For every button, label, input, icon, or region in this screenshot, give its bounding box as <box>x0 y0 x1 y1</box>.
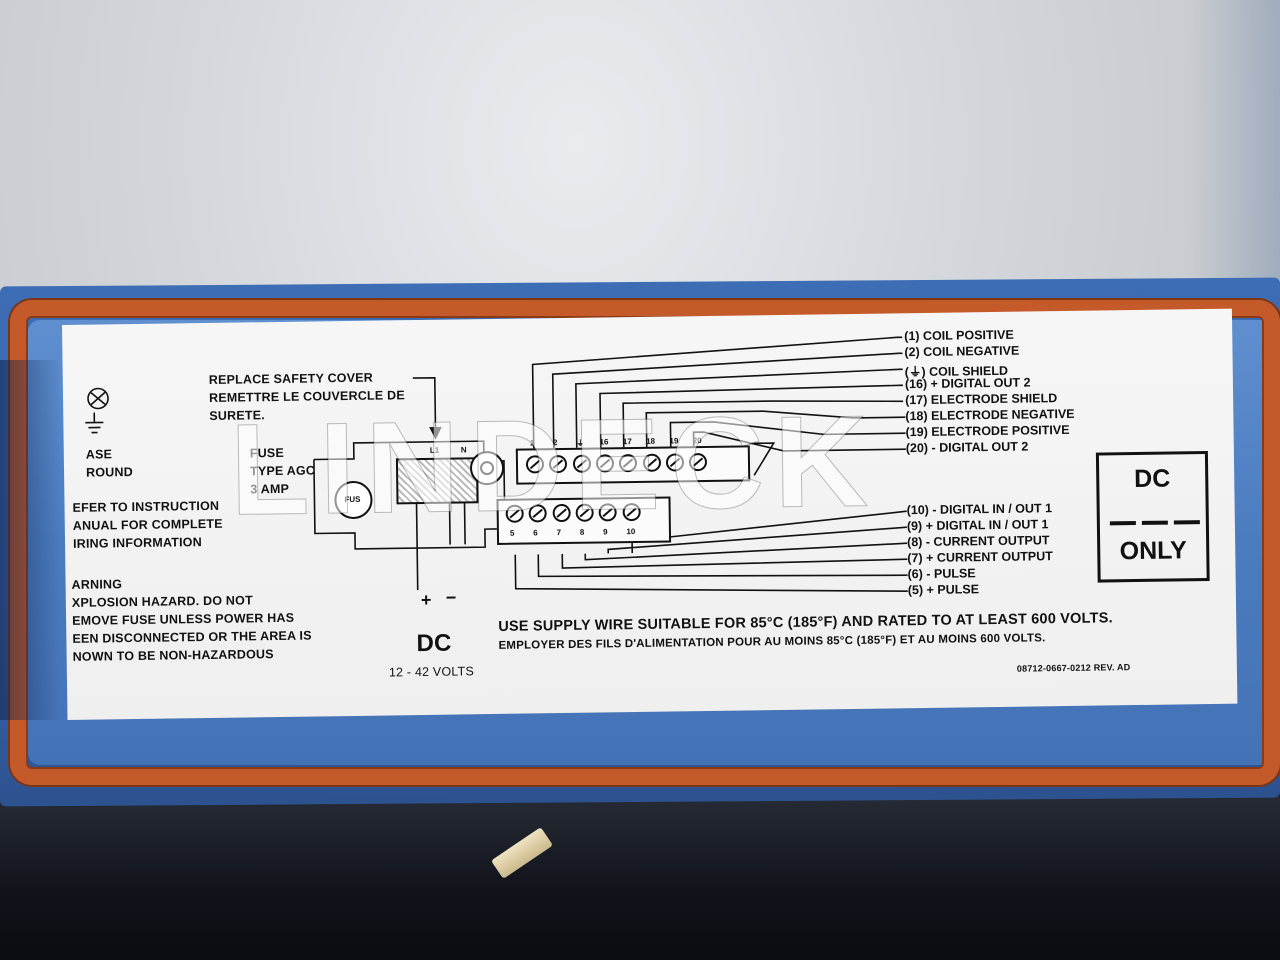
terminal-screw <box>575 503 594 522</box>
voltage-range: 12 - 42 VOLTS <box>388 664 475 680</box>
dash-segment <box>1141 520 1168 525</box>
terminal-number: 18 <box>646 436 656 446</box>
safety-cover-line1: REPLACE SAFETY COVER <box>208 370 374 387</box>
legend-item: (9) + DIGITAL IN / OUT 1 <box>906 517 1049 534</box>
terminal-number: 8 <box>579 527 585 537</box>
terminal-number: 9 <box>603 527 608 537</box>
power-dc-label: DC <box>416 629 452 658</box>
safety-cover-line2: REMETTRE LE COUVERCLE DE <box>208 388 405 405</box>
legend-item: (19) ELECTRODE POSITIVE <box>905 422 1070 440</box>
legend-item: (6) - PULSE <box>907 566 976 582</box>
fuse-amp-line: 3 AMP <box>250 481 290 497</box>
dash-segment <box>1173 520 1200 525</box>
dc-minus-sign: − <box>445 587 457 608</box>
terminal-number: 16 <box>599 437 609 447</box>
legend-item: (7) + CURRENT OUTPUT <box>907 549 1053 566</box>
terminal-number: 17 <box>622 437 632 447</box>
legend-item: (16) + DIGITAL OUT 2 <box>904 375 1031 392</box>
legend-item: (20) - DIGITAL OUT 2 <box>905 439 1029 456</box>
safety-cover-line3: SURETE. <box>209 408 265 423</box>
legend-item: (10) - DIGITAL IN / OUT 1 <box>906 501 1053 518</box>
dash-segment <box>1109 521 1136 526</box>
terminal-screw <box>642 453 661 472</box>
dc-only-top: DC <box>1133 464 1171 494</box>
terminal-number: 19 <box>669 436 679 446</box>
legend-item: (17) ELECTRODE SHIELD <box>905 391 1058 408</box>
terminal-screw <box>505 504 524 523</box>
terminal-screw <box>552 503 571 523</box>
terminal-screw <box>572 454 591 473</box>
tray-shadow <box>0 360 60 720</box>
part-number: 08712-0667-0212 REV. AD <box>1016 662 1131 674</box>
legend-item: (5) + PULSE <box>907 582 980 598</box>
l1-label: L1 <box>429 445 440 455</box>
n-label: N <box>460 445 467 455</box>
legend-item: (1) COIL POSITIVE <box>904 327 1014 344</box>
legend-item: (8) - CURRENT OUTPUT <box>907 533 1050 550</box>
legend-item: (18) ELECTRODE NEGATIVE <box>905 406 1075 424</box>
terminal-number: 7 <box>556 528 562 538</box>
terminal-number: ⏚ <box>576 438 585 448</box>
refer-instruction-line1: EFER TO INSTRUCTION <box>72 498 220 515</box>
dc-plus-sign: + <box>420 589 432 611</box>
warning-line5: NOWN TO BE NON-HAZARDOUS <box>72 647 274 664</box>
terminal-number: 20 <box>692 436 702 446</box>
terminal-number: 1 <box>529 438 535 448</box>
fuse-type-line: TYPE AGC <box>249 463 316 479</box>
wiring-label: ASE ROUND EFER TO INSTRUCTION ANUAL FOR … <box>62 308 1238 720</box>
terminal-screw <box>665 453 684 472</box>
warning-line2: XPLOSION HAZARD. DO NOT <box>71 593 253 610</box>
legend-item: (2) COIL NEGATIVE <box>904 343 1020 360</box>
terminal-number: 5 <box>509 528 515 538</box>
wall-background <box>1190 0 1280 330</box>
chassis-ground-line1: ASE <box>85 447 113 462</box>
terminal-screw <box>622 502 641 522</box>
terminal-number: 10 <box>626 527 636 537</box>
warning-line1: ARNING <box>71 577 123 592</box>
dark-floor-area <box>0 780 1280 960</box>
fuse-line1: FUSE <box>249 445 285 461</box>
dc-only-bottom: ONLY <box>1119 536 1188 566</box>
terminal-number: 2 <box>552 438 558 448</box>
power-terminal-block <box>395 457 479 505</box>
terminal-screw <box>595 454 615 473</box>
terminal-number: 6 <box>533 528 538 538</box>
dc-only-box: DC ONLY <box>1095 451 1210 583</box>
chassis-ground-line2: ROUND <box>85 465 134 480</box>
fuse-symbol-label: FUS <box>344 494 361 505</box>
refer-instruction-line3: IRING INFORMATION <box>72 535 203 551</box>
refer-instruction-line2: ANUAL FOR COMPLETE <box>72 516 223 533</box>
